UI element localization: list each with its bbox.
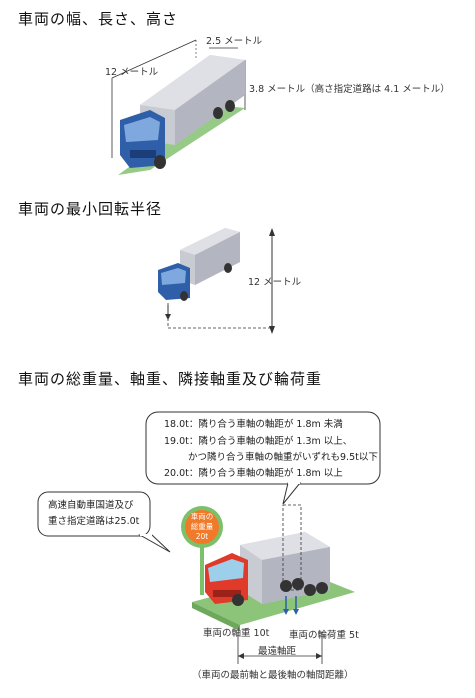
wheelbase-note: （車両の最前軸と最後軸の軸間距離）: [192, 670, 354, 681]
radius-label: 12 メートル: [248, 277, 302, 288]
wheelbase-dimension: [237, 632, 323, 664]
axle-note-18t: 18.0t：隣り合う車軸の軸距が 1.8m 未満: [164, 419, 343, 430]
turning-radius-illustration: [158, 228, 275, 334]
section1-heading: 車両の幅、長さ、高さ: [18, 10, 179, 28]
axle-note-20t: 20.0t：隣り合う車軸の軸距が 1.8m 以上: [164, 468, 343, 479]
width-label: 2.5 メートル: [206, 36, 263, 47]
sign-text: 車両の 総重量 20t: [186, 512, 218, 542]
highway-note-bubble: [37, 491, 171, 553]
sign-text-line2: 総重量: [190, 522, 214, 531]
height-label: 3.8 メートル（高さ指定道路は 4.1 メートル）: [249, 84, 450, 95]
highway-note-line2: 重さ指定道路は25.0t: [48, 516, 140, 527]
wheelbase-label: 最遠軸距: [258, 646, 297, 657]
axle-notes-bubble: [145, 411, 381, 505]
truck-weight-illustration: [205, 504, 330, 615]
length-label: 12 メートル: [105, 67, 159, 78]
sign-text-line3: 20t: [195, 532, 209, 541]
gross-weight-sign: [181, 506, 223, 595]
axle-note-19t: 19.0t：隣り合う車軸の軸距が 1.3m 以上、: [164, 436, 353, 447]
highway-note-line1: 高速自動車国道及び: [48, 500, 134, 511]
wheel-load-label: 車両の輪荷重 5t: [289, 630, 359, 641]
sign-text-line1: 車両の: [190, 512, 214, 521]
section2-heading: 車両の最小回転半径: [18, 200, 163, 218]
truck-dimensions-illustration: [111, 39, 246, 175]
axle-weight-label: 車両の軸重 10t: [203, 628, 270, 639]
axle-note-19t-cont: かつ隣り合う車軸の軸重がいずれも9.5t以下: [188, 452, 378, 463]
section3-heading: 車両の総重量、軸重、隣接軸重及び輪荷重: [18, 370, 323, 388]
